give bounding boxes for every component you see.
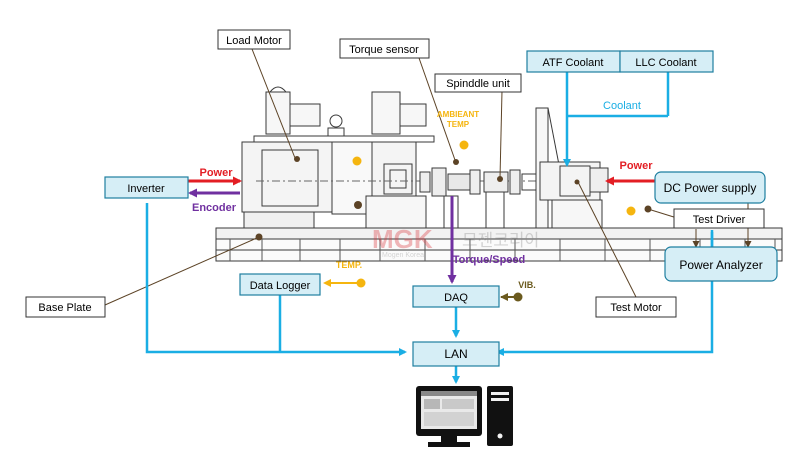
test-bench-machine-drawing [215,86,783,262]
box-inverter: Inverter [104,176,189,199]
temp-label: TEMP. [336,260,362,270]
lan-label: LAN [444,347,467,361]
base-plate-label: Base Plate [38,302,91,314]
callout-load-motor: Load Motor [217,29,291,50]
power-label-left: Power [199,167,233,179]
ambient-temp-label-line1: AMBIEANT [437,110,479,119]
test-motor-temp-sensor-dot [626,206,636,216]
torque-sensor-label: Torque sensor [349,44,419,56]
callout-test-motor: Test Motor [595,296,677,318]
leader-lines [104,48,752,306]
daq-label: DAQ [444,292,468,304]
box-dc-power-supply: DC Power supply [654,171,766,204]
box-data-logger: Data Logger [239,273,321,296]
callout-spindle-unit: Spinddle unit [434,73,522,93]
dc-power-supply-label: DC Power supply [664,181,757,195]
atf-coolant-label: ATF Coolant [543,57,604,69]
test-driver-label: Test Driver [693,214,746,226]
encoder-label: Encoder [192,202,237,214]
power-label-right: Power [619,160,653,172]
ambient-temp-label-line2: TEMP [447,120,470,129]
callout-base-plate: Base Plate [25,296,106,318]
box-power-analyzer: Power Analyzer [664,246,778,282]
temp-source-dot [356,278,366,288]
ambient-temp-sensor-dot [459,140,469,150]
coolant-label: Coolant [603,100,641,112]
watermark-logo: MGK [372,224,433,254]
vib-source-dot [513,292,523,302]
llc-coolant-label: LLC Coolant [635,57,696,69]
desktop-computer-icon [416,386,513,447]
temp-sensor-dot [352,156,362,166]
box-daq: DAQ [412,285,500,308]
vib-label: VIB. [518,280,536,290]
watermark: MGK 모젠코리아 Mogen Korea [372,224,541,259]
leader-dots [255,156,652,241]
watermark-text: 모젠코리아 [462,231,541,250]
torque-speed-label: Torque/Speed [453,254,526,266]
callout-torque-sensor: Torque sensor [339,38,430,59]
spindle-unit-label: Spinddle unit [446,78,510,90]
watermark-sub: Mogen Korea [382,252,424,259]
box-llc-coolant: LLC Coolant [619,50,714,73]
temperature-sensor-dots [352,140,636,216]
test-motor-label: Test Motor [610,302,662,314]
box-lan: LAN [412,341,500,367]
inverter-label: Inverter [127,183,165,195]
callout-test-driver: Test Driver [673,208,765,229]
vib-arrow [500,292,523,302]
power-analyzer-label: Power Analyzer [679,258,762,272]
data-logger-label: Data Logger [250,280,311,292]
load-motor-label: Load Motor [226,35,282,47]
temp-arrow [323,278,366,288]
box-atf-coolant: ATF Coolant [526,50,621,73]
